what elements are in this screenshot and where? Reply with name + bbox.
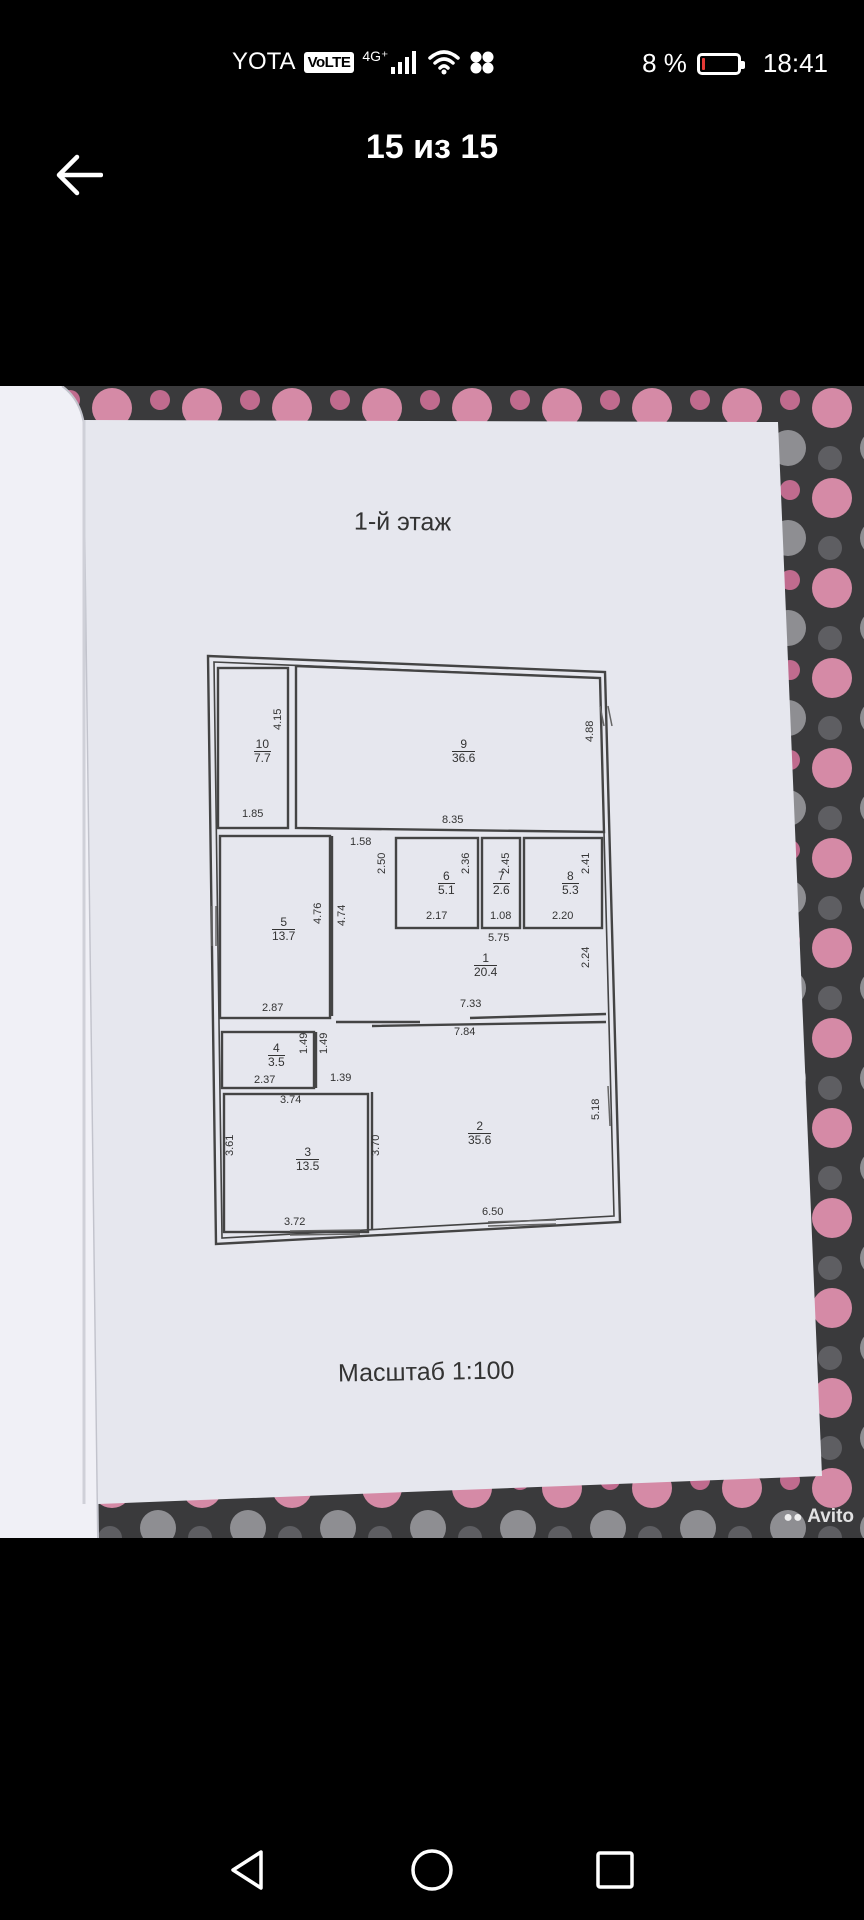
dimension-label: 2.36 <box>460 852 472 874</box>
dimension-label: 2.20 <box>552 910 574 922</box>
dimension-label: 1.49 <box>298 1032 310 1054</box>
back-button[interactable] <box>44 145 114 205</box>
room-area: 35.6 <box>468 1133 492 1147</box>
room-number: 2 <box>468 1120 492 1134</box>
triangle-back-icon <box>231 1850 263 1890</box>
nfc-dots-icon <box>470 51 494 74</box>
dimension-label: 1.85 <box>242 808 264 820</box>
dimension-label: 2.41 <box>580 852 592 874</box>
room-number: 6 <box>438 870 455 884</box>
room-area: 36.6 <box>452 751 476 765</box>
battery-icon <box>696 52 745 75</box>
status-right: 8 % 18:41 <box>642 48 828 79</box>
room-area: 2.6 <box>493 883 510 897</box>
dimension-label: 3.72 <box>284 1216 306 1228</box>
room-number: 4 <box>268 1042 285 1056</box>
floor-plan-photo <box>0 386 864 1538</box>
status-bar: YOTA VoLTE 4G⁺ 8 % 18:41 <box>0 0 864 130</box>
dimension-label: 7.33 <box>460 998 482 1010</box>
room-number: 10 <box>254 737 271 752</box>
nav-recents-button[interactable] <box>580 1838 650 1902</box>
dimension-label: 4.15 <box>272 708 284 730</box>
dimension-label: 1.08 <box>490 910 512 922</box>
wifi-icon <box>428 50 461 75</box>
nav-home-button[interactable] <box>397 1838 467 1902</box>
avito-logo-icon: ●● <box>783 1509 803 1526</box>
room-number: 5 <box>272 916 296 930</box>
navigation-bar <box>0 1820 864 1920</box>
circle-home-icon <box>411 1849 453 1891</box>
dimension-label: 3.70 <box>370 1134 382 1156</box>
arrow-left-icon <box>56 154 103 196</box>
carrier-name: YOTA <box>232 48 296 75</box>
room-area: 3.5 <box>268 1055 285 1069</box>
battery-fill <box>701 57 705 70</box>
dimension-label: 7.84 <box>454 1026 476 1038</box>
dimension-label: 8.35 <box>442 814 464 826</box>
network-type: 4G⁺ <box>362 48 389 64</box>
dimension-label: 2.87 <box>262 1002 284 1014</box>
room-number: 1 <box>474 952 498 966</box>
room-area: 5.1 <box>438 883 455 897</box>
nav-back-button[interactable] <box>212 1838 282 1902</box>
dimension-label: 4.88 <box>584 720 596 742</box>
dimension-label: 2.24 <box>580 946 592 968</box>
status-left: YOTA VoLTE 4G⁺ <box>232 48 496 76</box>
floor-title: 1-й этаж <box>353 507 452 537</box>
dimension-label: 6.50 <box>482 1206 504 1218</box>
room-number: 9 <box>452 738 476 752</box>
signal-icon <box>391 51 417 74</box>
dimension-label: 3.61 <box>224 1134 236 1156</box>
square-recents-icon <box>596 1851 634 1889</box>
room-number: 8 <box>562 870 579 884</box>
dimension-label: 1.58 <box>350 836 372 848</box>
floor-plan-drawing <box>206 654 622 1246</box>
room-area: 7.7 <box>254 751 271 765</box>
dimension-label: 4.74 <box>336 904 348 926</box>
dimension-label: 1.49 <box>318 1032 330 1054</box>
room-area: 13.5 <box>296 1159 320 1173</box>
page-counter-title: 15 из 15 <box>365 128 499 166</box>
watermark-text: Avito <box>807 1506 854 1527</box>
battery-percent: 8 % <box>642 48 687 78</box>
dimension-label: 3.74 <box>280 1094 302 1106</box>
volte-badge: VoLTE <box>303 51 355 73</box>
dimension-label: 2.50 <box>376 852 388 874</box>
scale-label: Масштаб 1:100 <box>337 1356 515 1388</box>
room-area: 5.3 <box>562 883 579 897</box>
room-number: 7 <box>493 870 510 884</box>
room-number: 3 <box>296 1146 320 1160</box>
dimension-label: 4.76 <box>312 902 324 924</box>
dimension-label: 5.18 <box>590 1098 602 1120</box>
dimension-label: 2.17 <box>426 910 448 922</box>
dimension-label: 2.45 <box>500 852 512 874</box>
avito-watermark: ●● Avito <box>783 1506 854 1528</box>
dimension-label: 1.39 <box>330 1072 352 1084</box>
clock: 18:41 <box>762 48 828 78</box>
room-area: 20.4 <box>474 965 498 979</box>
dimension-label: 2.37 <box>254 1074 276 1086</box>
dimension-label: 5.75 <box>488 932 510 944</box>
room-area: 13.7 <box>272 929 296 943</box>
